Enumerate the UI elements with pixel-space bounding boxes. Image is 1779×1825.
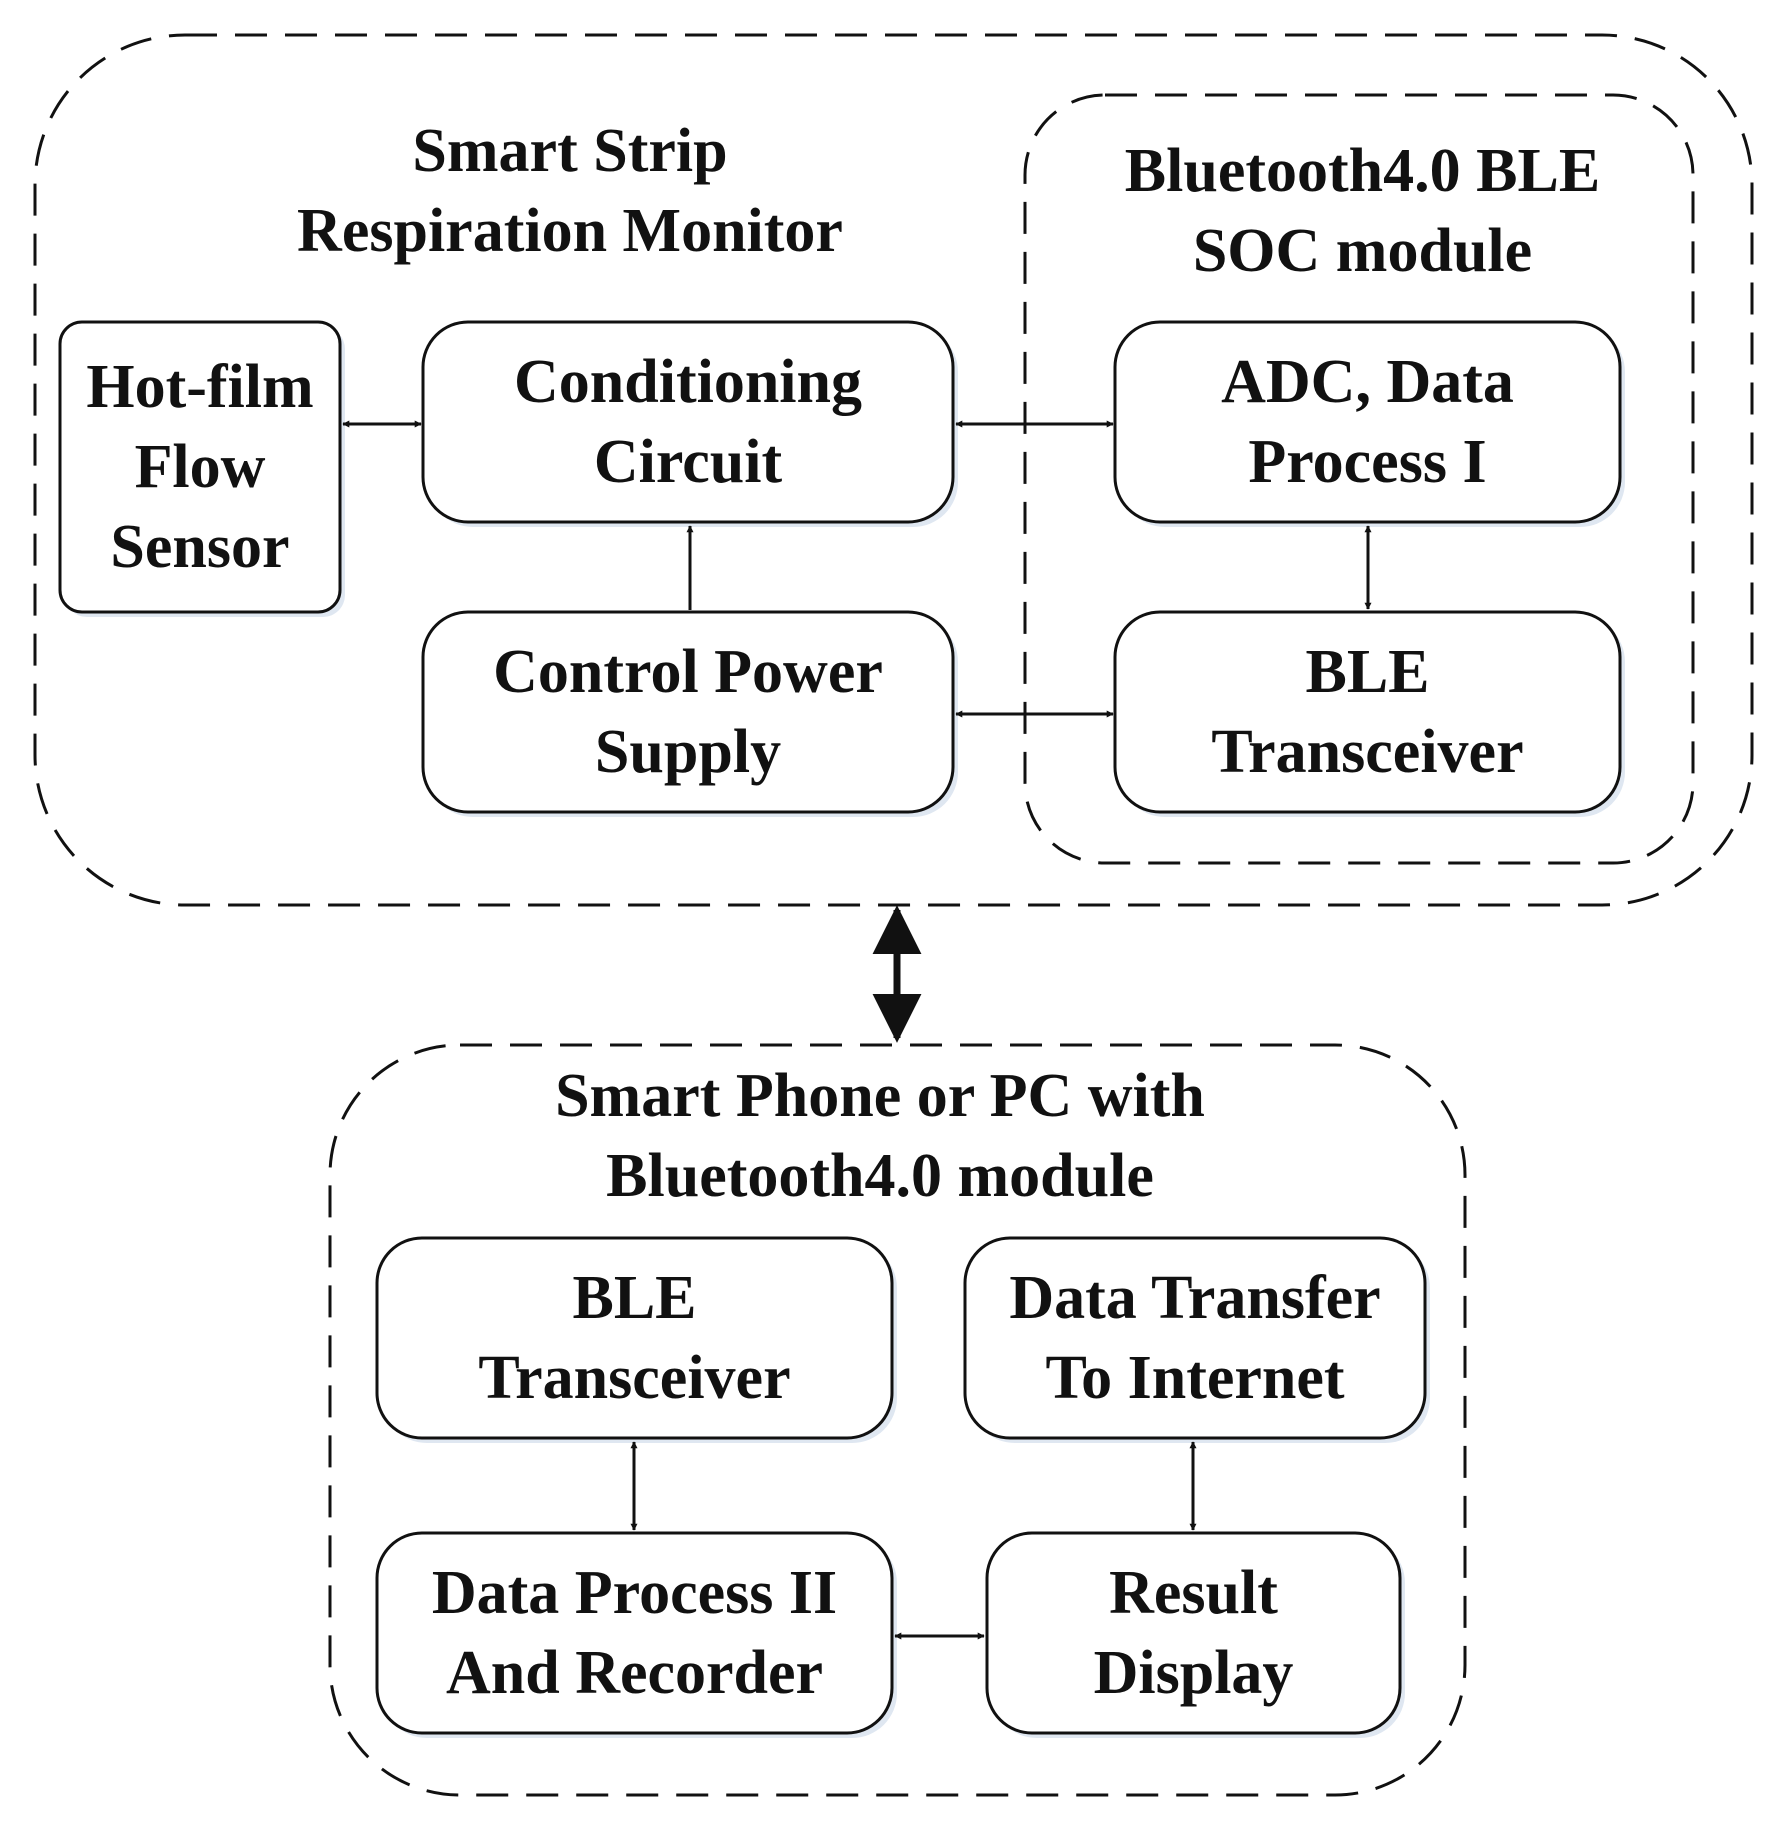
strip-monitor-title-line2: Respiration Monitor — [297, 197, 843, 265]
phone-pc-title-line1: Smart Phone or PC with — [555, 1062, 1205, 1130]
box-adc-data-process — [1113, 320, 1622, 524]
phone-pc-title: Smart Phone or PC with Bluetooth4.0 modu… — [480, 1065, 1280, 1215]
result-display-label: Result Display — [987, 1533, 1400, 1733]
adc-data-process-label: ADC, Data Process I — [1115, 322, 1620, 522]
ble-tx-module-line1: BLE — [1305, 638, 1430, 706]
data-process-line2: And Recorder — [445, 1639, 824, 1707]
phone-pc-title-line2: Bluetooth4.0 module — [606, 1142, 1154, 1210]
ble-soc-title-line1: Bluetooth4.0 BLE — [1124, 137, 1601, 205]
power-supply-line1: Control Power — [493, 638, 883, 706]
data-process-line1: Data Process II — [431, 1559, 838, 1627]
adc-line1: ADC, Data — [1221, 348, 1514, 416]
data-transfer-line1: Data Transfer — [1009, 1264, 1381, 1332]
box-control-power-supply — [421, 610, 955, 814]
hot-film-line2: Flow — [134, 433, 266, 501]
hot-film-line1: Hot-film — [86, 353, 314, 421]
hot-film-line3: Sensor — [110, 513, 290, 581]
conditioning-line1: Conditioning — [513, 348, 863, 416]
box-ble-transceiver-module — [1113, 610, 1622, 814]
box-data-process-recorder — [375, 1531, 894, 1735]
box-data-transfer-internet — [963, 1236, 1427, 1440]
box-result-display — [985, 1531, 1402, 1735]
control-power-supply-label: Control Power Supply — [423, 612, 953, 812]
result-display-line2: Display — [1093, 1639, 1294, 1707]
group-ble-soc-border — [1023, 93, 1695, 865]
ble-tx-phone-line1: BLE — [572, 1264, 697, 1332]
ble-transceiver-module-label: BLE Transceiver — [1115, 612, 1620, 812]
ble-tx-module-line2: Transceiver — [1211, 718, 1524, 786]
box-hot-film-sensor — [58, 320, 342, 614]
group-strip-monitor-border — [33, 33, 1754, 907]
box-ble-transceiver-phone — [375, 1236, 894, 1440]
hot-film-sensor-label: Hot-film Flow Sensor — [60, 322, 340, 612]
group-phone-pc-border — [328, 1043, 1467, 1797]
power-supply-line2: Supply — [594, 718, 782, 786]
ble-soc-title-line2: SOC module — [1192, 217, 1533, 285]
box-conditioning-circuit — [421, 320, 955, 524]
strip-monitor-title-line1: Smart Strip — [412, 117, 728, 185]
ble-tx-phone-line2: Transceiver — [478, 1344, 791, 1412]
data-transfer-line2: To Internet — [1045, 1344, 1345, 1412]
strip-monitor-title: Smart Strip Respiration Monitor — [240, 120, 900, 280]
ble-soc-title: Bluetooth4.0 BLE SOC module — [1080, 137, 1645, 285]
adc-line2: Process I — [1248, 428, 1487, 496]
data-transfer-internet-label: Data Transfer To Internet — [965, 1238, 1425, 1438]
conditioning-circuit-label: Conditioning Circuit — [423, 322, 953, 522]
ble-transceiver-phone-label: BLE Transceiver — [377, 1238, 892, 1438]
data-process-recorder-label: Data Process II And Recorder — [377, 1533, 892, 1733]
result-display-line1: Result — [1109, 1559, 1278, 1627]
conditioning-line2: Circuit — [593, 428, 783, 496]
